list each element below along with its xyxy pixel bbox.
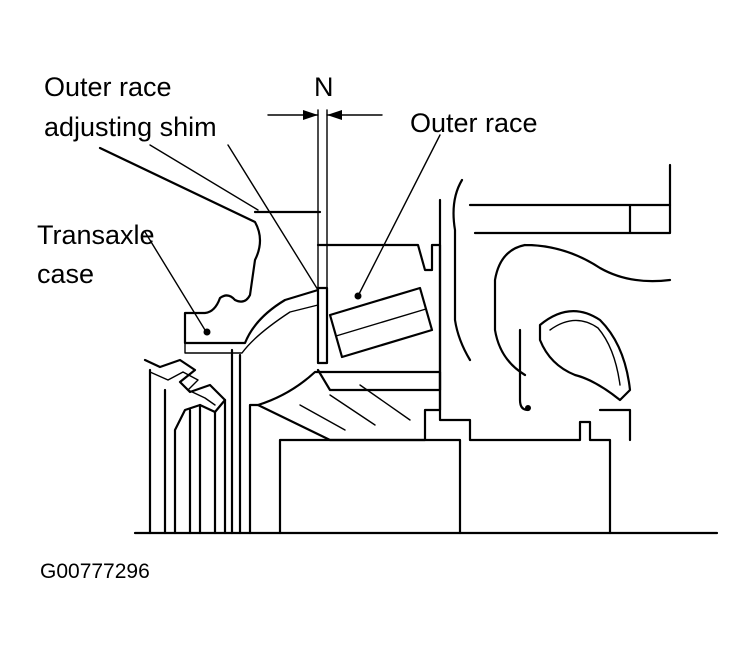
bearing-housing (316, 243, 442, 392)
shaft-step (248, 403, 462, 535)
gear-inner-contour-2 (549, 319, 621, 386)
label-outer-race-adjusting-shim-line1: Outer race (44, 72, 172, 102)
leader-outer-race (357, 134, 441, 297)
transaxle-case-leader-dot (203, 328, 211, 336)
adjusting-shim (316, 286, 329, 365)
gear-body (493, 243, 672, 377)
leader-transaxle-case (144, 231, 206, 331)
upper-shaft (468, 203, 672, 235)
figure-id: G00777296 (40, 560, 150, 583)
gear-lower (598, 408, 632, 442)
case-flange (452, 178, 472, 362)
label-dimension-n: N (314, 72, 334, 102)
dimension-n-right-arrow (327, 110, 342, 120)
label-outer-race: Outer race (410, 108, 538, 138)
gear-tooth-line (518, 328, 530, 412)
label-transaxle-case-line2: case (37, 259, 95, 289)
gear-inner-contour (538, 310, 632, 402)
label-outer-race-adjusting-shim-line2: adjusting shim (44, 112, 217, 142)
oil-seal (143, 358, 227, 535)
inner-race (256, 370, 442, 442)
outer-race-edge (335, 308, 427, 337)
transaxle-case-inner-edge (184, 304, 319, 354)
leader-outer-race-adjusting-shim-2 (149, 144, 259, 211)
label-transaxle-case-line1: Transaxle (37, 220, 155, 250)
seal-lip (149, 371, 216, 406)
inner-race-hatch (299, 384, 411, 431)
transaxle-case (98, 146, 320, 345)
leader-outer-race-adjusting-shim (227, 144, 319, 291)
gear-dot (525, 405, 531, 411)
differential-case (438, 198, 612, 535)
dimension-n-left-arrow (303, 110, 318, 120)
